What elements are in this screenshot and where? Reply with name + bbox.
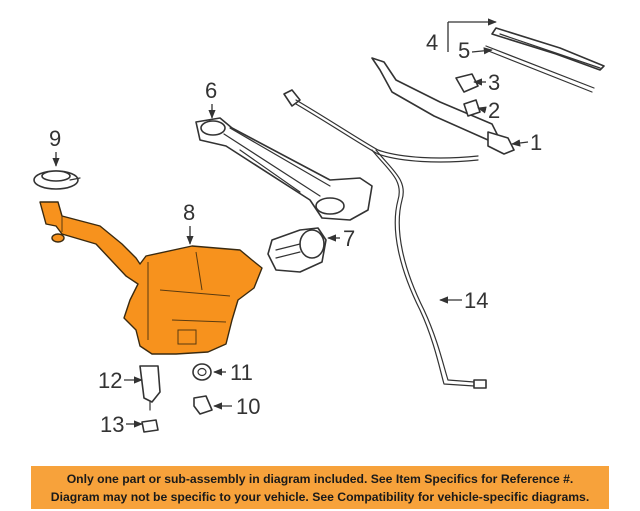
callout-1: 1 xyxy=(530,130,542,155)
wiper-motor-part xyxy=(267,227,327,273)
leader-lines xyxy=(52,18,529,428)
callout-10: 10 xyxy=(236,394,260,419)
callout-12: 12 xyxy=(98,368,122,393)
wiper-linkage-part xyxy=(195,89,479,221)
disclaimer-banner: Only one part or sub-assembly in diagram… xyxy=(31,466,609,509)
washer-hose-part xyxy=(371,149,487,389)
wiper-arm-part xyxy=(371,57,515,155)
arm-cap-part xyxy=(455,73,479,93)
disclaimer-line-1: Only one part or sub-assembly in diagram… xyxy=(66,472,574,486)
callout-3: 3 xyxy=(488,70,500,95)
callout-8: 8 xyxy=(183,200,195,225)
wiper-blade-part xyxy=(485,27,605,93)
parts-diagram: 4 5 3 2 1 6 9 8 7 14 11 10 12 13 xyxy=(33,18,605,437)
washer-reservoir-part xyxy=(39,201,263,355)
callout-4: 4 xyxy=(426,30,438,55)
pump-grommet-part xyxy=(192,363,212,381)
disclaimer-line-2: Diagram may not be specific to your vehi… xyxy=(50,490,590,504)
washer-pump-part xyxy=(139,365,161,411)
callout-5: 5 xyxy=(458,38,470,63)
reservoir-cap-part xyxy=(33,170,81,190)
seal-part xyxy=(141,419,159,433)
callout-13: 13 xyxy=(100,412,124,437)
callout-6: 6 xyxy=(205,78,217,103)
callout-7: 7 xyxy=(343,226,355,251)
arm-nut-part xyxy=(463,99,481,117)
callout-2: 2 xyxy=(488,98,500,123)
callout-11: 11 xyxy=(230,360,253,385)
callout-9: 9 xyxy=(49,126,61,151)
level-sensor-part xyxy=(193,395,213,415)
callout-14: 14 xyxy=(464,288,488,313)
